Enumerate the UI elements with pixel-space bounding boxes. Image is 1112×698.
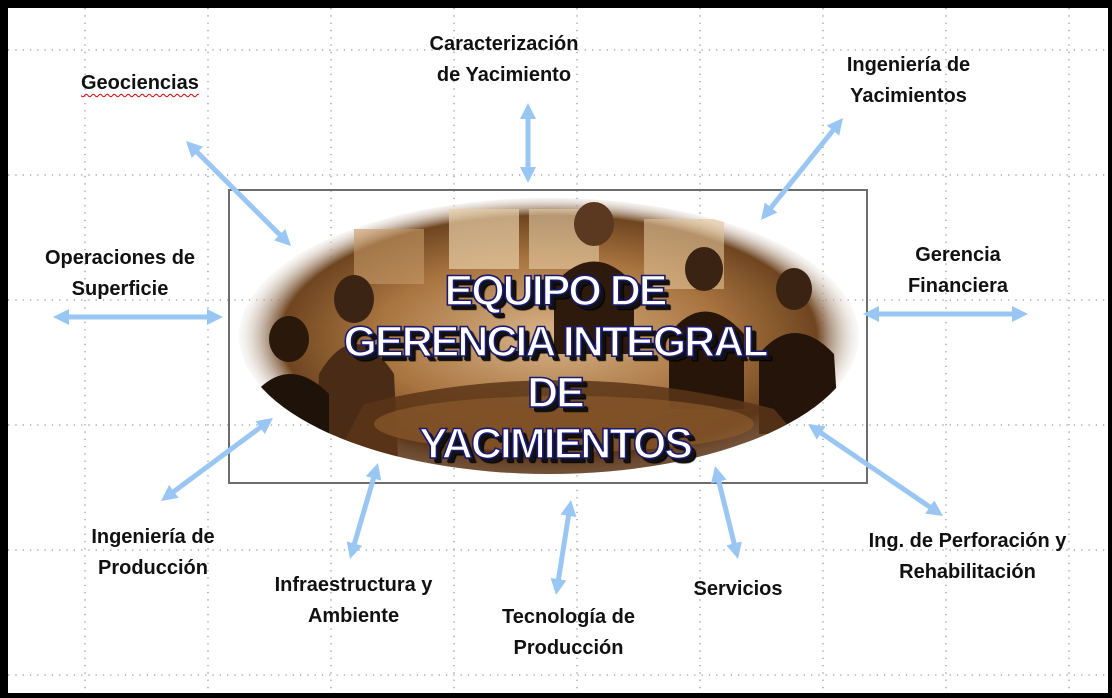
label-line: de Yacimiento <box>436 64 572 86</box>
label-line: Ingeniería de <box>91 526 215 548</box>
label-servicios: Servicios <box>678 574 798 605</box>
label-line: Rehabilitación <box>899 561 1036 583</box>
dotted-grid <box>8 8 1108 693</box>
center-title: EQUIPO DE GERENCIA INTEGRAL DE YACIMIENT… <box>308 266 802 470</box>
label-infraestructura: Infraestructura y Ambiente <box>246 570 461 632</box>
label-line: Tecnología de <box>502 606 635 628</box>
diagram-canvas: EQUIPO DE GERENCIA INTEGRAL DE YACIMIENT… <box>8 8 1108 693</box>
label-perforacion: Ing. de Perforación y Rehabilitación <box>830 526 1105 588</box>
label-line: Caracterización <box>429 33 579 55</box>
label-line: Gerencia <box>915 244 1001 266</box>
label-line: Ing. de Perforación y <box>868 530 1067 552</box>
label-line: Geociencias <box>81 72 199 94</box>
label-line: Operaciones de <box>44 247 196 269</box>
label-line: Yacimientos <box>850 85 967 107</box>
label-ingenieria-yacimientos: Ingeniería de Yacimientos <box>816 50 1001 112</box>
arrow-gerencia <box>863 306 1028 322</box>
label-line: Superficie <box>71 278 169 300</box>
label-operaciones-superficie: Operaciones de Superficie <box>20 243 220 305</box>
label-geociencias: Geociencias <box>81 68 199 99</box>
arrow-geociencias <box>186 141 291 246</box>
arrow-tecnologia <box>550 500 577 595</box>
center-title-line: YACIMIENTOS <box>418 419 694 469</box>
arrow-perforacion <box>808 424 943 516</box>
label-line: Producción <box>97 557 208 579</box>
arrow-servicios <box>711 466 742 559</box>
center-title-line: EQUIPO DE <box>444 266 669 316</box>
label-line: Servicios <box>693 578 783 600</box>
label-ingenieria-produccion: Ingeniería de Producción <box>63 522 243 584</box>
label-caracterizacion: Caracterización de Yacimiento <box>404 29 604 91</box>
arrow-infraestructura <box>346 463 382 559</box>
arrow-caracterizacion <box>520 103 536 183</box>
photo-frame <box>228 189 868 484</box>
label-line: Infraestructura y <box>274 574 433 596</box>
center-title-line: GERENCIA INTEGRAL <box>343 317 770 367</box>
label-tecnologia: Tecnología de Producción <box>476 602 661 664</box>
label-line: Financiera <box>907 275 1009 297</box>
label-line: Producción <box>513 637 624 659</box>
label-line: Ingeniería de <box>846 54 971 76</box>
arrows-layer <box>53 103 1028 595</box>
center-title-line: DE <box>526 368 585 418</box>
label-line: Ambiente <box>307 605 400 627</box>
arrow-ingenieria-prod <box>161 418 273 501</box>
label-gerencia-financiera: Gerencia Financiera <box>883 240 1033 302</box>
arrow-ingenieria-yac <box>761 118 843 220</box>
arrow-operaciones <box>53 309 223 325</box>
meeting-photo <box>239 198 859 474</box>
